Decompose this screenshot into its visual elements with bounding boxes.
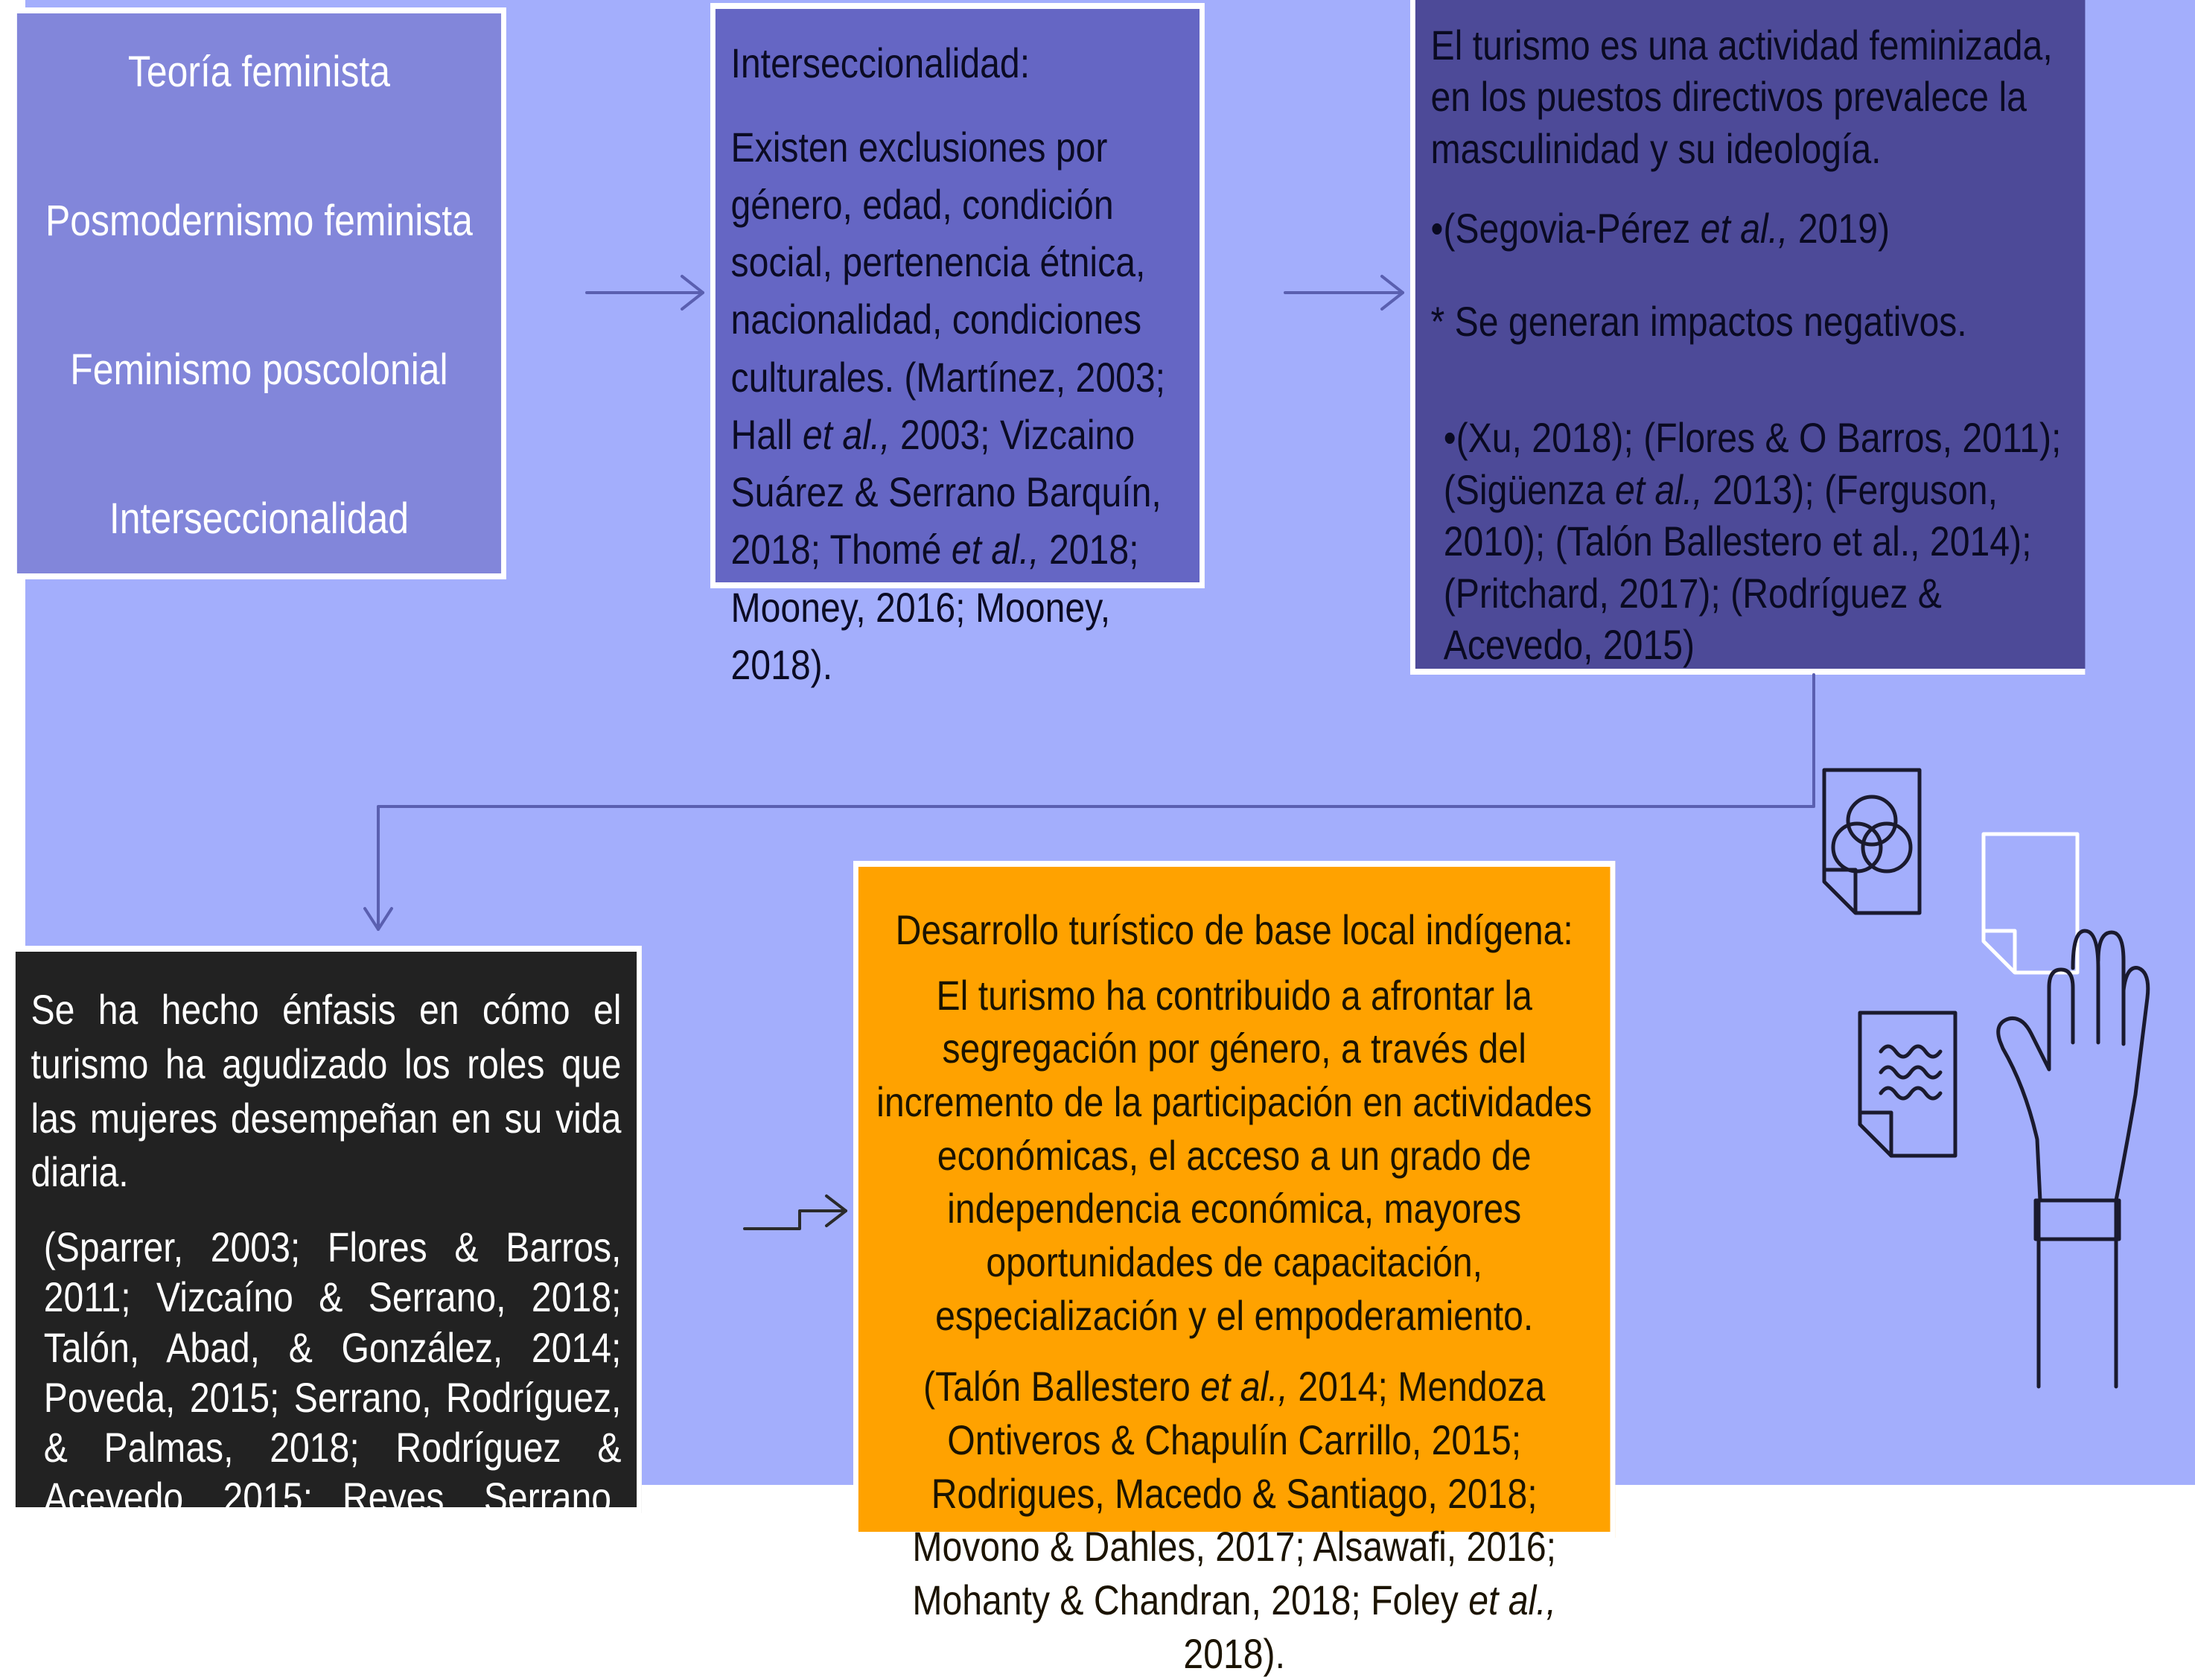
- arrow-box3-to-box4: [363, 673, 1815, 931]
- negative-impacts-text: * Se generan impactos negativos.: [1430, 297, 1967, 345]
- theory-item: Feminismo poscolonial: [70, 346, 448, 394]
- indigenous-tourism-text: El turismo ha contribuido a afrontar la …: [876, 971, 1593, 1339]
- gender-roles-box: Se ha hecho énfasis en cómo el turismo h…: [10, 946, 642, 1571]
- wavy-lines-document-icon: [1858, 1011, 1957, 1158]
- blank-note-icon: [1981, 832, 2080, 975]
- theories-box: Teoría feminista Posmodernismo feminista…: [12, 7, 506, 579]
- connectors-and-icons: [363, 275, 2150, 1389]
- negative-impacts-citations: •(Xu, 2018); (Flores & O Barros, 2011); …: [1443, 414, 2062, 669]
- feminized-tourism-text: El turismo es una actividad feminizada, …: [1430, 22, 2053, 172]
- citation-segovia: •(Segovia-Pérez et al., 2019): [1430, 205, 1890, 252]
- raised-hand-icon: [1996, 929, 2150, 1389]
- indigenous-tourism-title: Desarrollo turístico de base local indíg…: [895, 906, 1573, 953]
- arrow-box2-to-box3: [1284, 275, 1404, 311]
- theory-item: Teoría feminista: [127, 48, 391, 96]
- theory-item: Posmodernismo feminista: [45, 197, 473, 245]
- arrow-box4-to-box5: [743, 1194, 847, 1230]
- gender-roles-text: Se ha hecho énfasis en cómo el turismo h…: [31, 986, 622, 1196]
- arrow-box1-to-box2: [585, 275, 704, 311]
- intersectionality-text: Existen exclusiones por género, edad, co…: [730, 123, 1166, 688]
- theory-item: Interseccionalidad: [109, 494, 409, 543]
- intersectionality-box: Interseccionalidad: Existen exclusiones …: [710, 3, 1205, 688]
- intersectionality-title: Interseccionalidad:: [730, 39, 1030, 86]
- feminized-tourism-box: El turismo es una actividad feminizada, …: [1410, 0, 2086, 675]
- venn-document-icon: [1822, 768, 1922, 915]
- gender-roles-citations: (Sparrer, 2003; Flores & Barros, 2011; V…: [43, 1224, 622, 1571]
